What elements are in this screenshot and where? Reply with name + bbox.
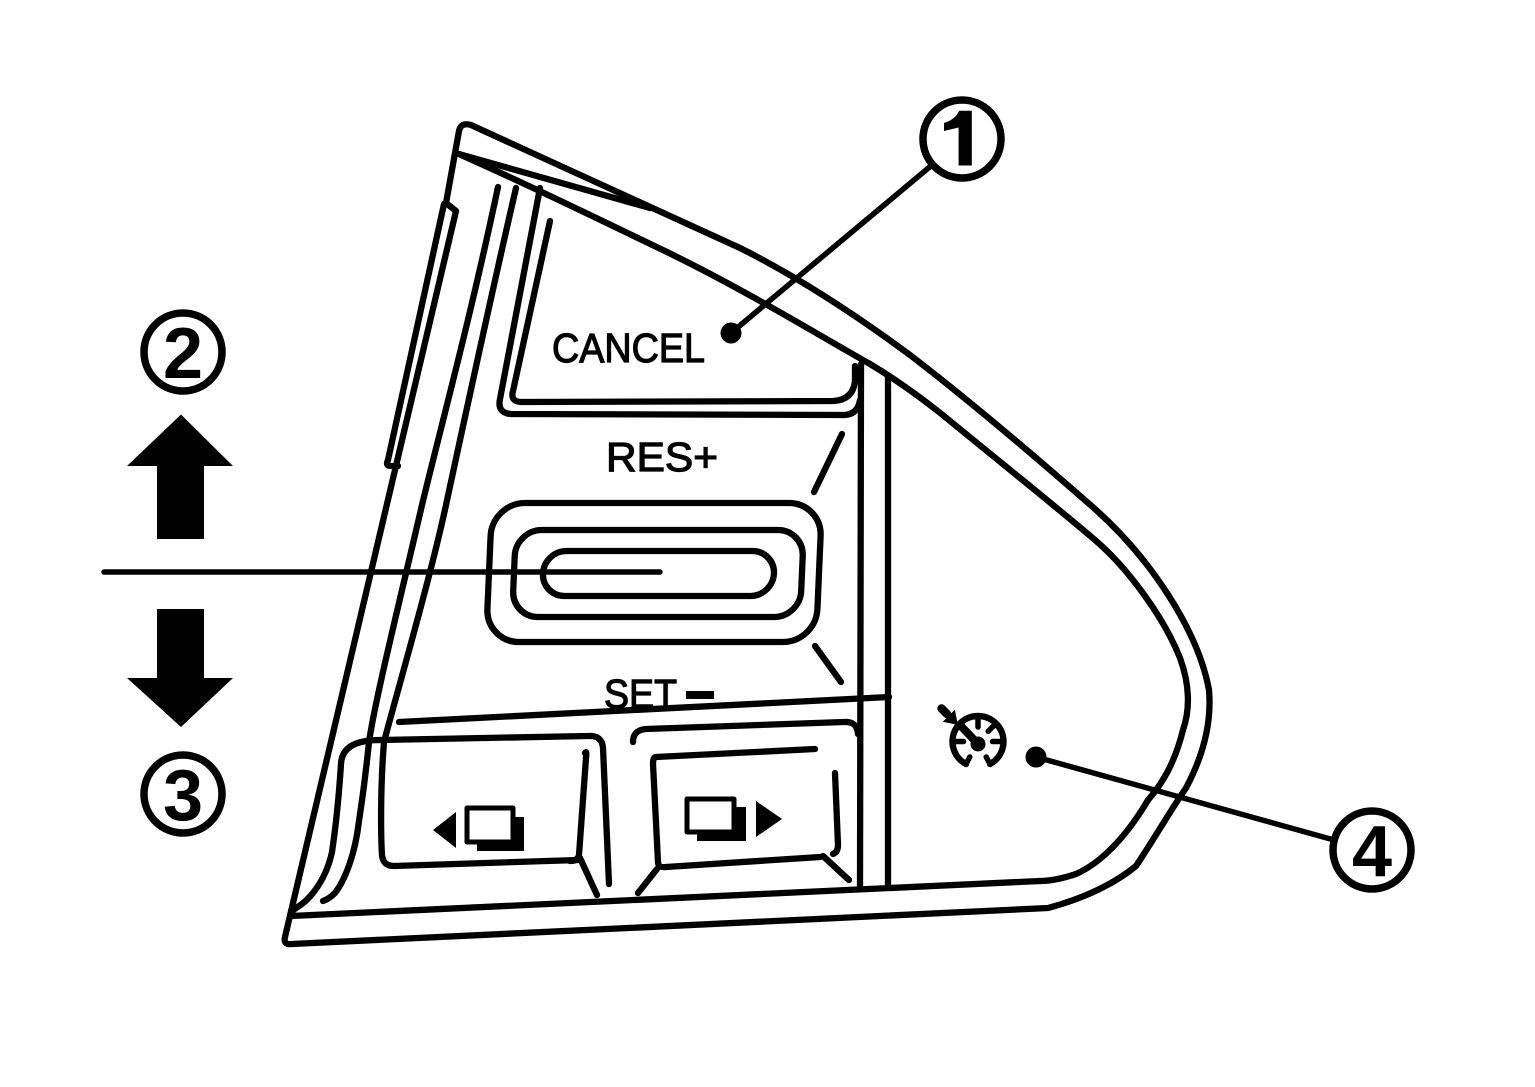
svg-text:3: 3 — [163, 756, 203, 836]
svg-text:CANCEL: CANCEL — [552, 325, 705, 371]
svg-text:4: 4 — [1352, 812, 1392, 892]
svg-text:SET: SET — [604, 671, 677, 717]
svg-text:RES+: RES+ — [606, 434, 718, 480]
svg-text:2: 2 — [163, 314, 203, 394]
